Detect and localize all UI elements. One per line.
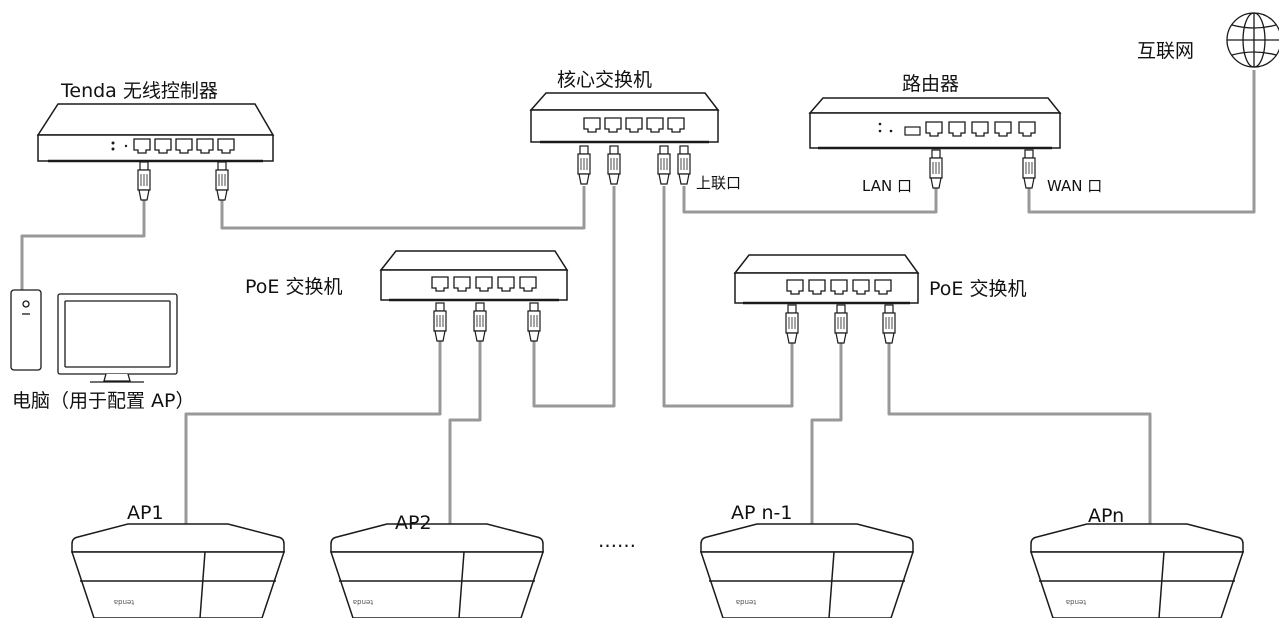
cable-poe-left-to-ap2 xyxy=(448,340,482,536)
rj45-plug-icon xyxy=(785,304,799,344)
ap-brand-mark: tenda xyxy=(114,598,134,606)
access-point-ap1: tenda xyxy=(70,523,286,619)
rj45-plug-icon xyxy=(657,145,671,185)
cable-poe-left-to-ap1 xyxy=(184,340,442,528)
computer-device xyxy=(10,289,178,383)
rj45-plug-icon xyxy=(577,145,591,185)
core-switch-device xyxy=(529,92,720,144)
rj45-plug-icon xyxy=(834,304,848,344)
ap-brand-mark: tenda xyxy=(1066,598,1086,606)
poe-switch-right-device xyxy=(733,254,920,305)
ap1-label: AP1 xyxy=(127,502,164,524)
lan-port-label: LAN 口 xyxy=(862,177,912,195)
router-label: 路由器 xyxy=(902,73,960,95)
rj45-plug-icon xyxy=(215,161,229,201)
cable-core-to-poe-right xyxy=(662,186,794,408)
cable-router-wan-to-internet xyxy=(1027,70,1256,214)
cable-poe-right-to-apn-1 xyxy=(810,340,843,528)
uplink-port-label: 上联口 xyxy=(696,174,742,192)
core-switch-label: 核心交换机 xyxy=(557,69,653,91)
poe-switch-left-device xyxy=(379,250,569,302)
rj45-plug-icon xyxy=(1022,149,1036,189)
rj45-plug-icon xyxy=(929,149,943,189)
cable-poe-right-to-apn xyxy=(887,340,1152,528)
controller-device xyxy=(36,103,275,163)
ap-n-label: APn xyxy=(1088,505,1125,527)
cables xyxy=(20,70,1256,536)
internet-label: 互联网 xyxy=(1137,40,1195,62)
ap-brand-mark: tenda xyxy=(736,598,756,606)
poe-switch-left-label: PoE 交换机 xyxy=(245,276,343,298)
rj45-plug-icon xyxy=(677,145,691,185)
cable-controller-to-pc xyxy=(20,194,146,292)
ap2-label: AP2 xyxy=(395,512,432,534)
router-device xyxy=(808,97,1062,150)
rj45-plug-icon xyxy=(137,161,151,201)
globe-icon xyxy=(1226,12,1279,68)
ellipsis-label: …… xyxy=(598,530,636,552)
ap-n-1-label: AP n-1 xyxy=(731,502,793,524)
computer-label: 电脑（用于配置 AP） xyxy=(12,390,195,412)
cable-controller-to-core xyxy=(220,186,586,230)
access-point-ap-n: tenda xyxy=(1029,523,1245,619)
rj45-plug-icon xyxy=(473,302,487,342)
poe-switch-right-label: PoE 交换机 xyxy=(929,278,1027,300)
rj45-plug-icon xyxy=(527,302,541,342)
access-point-ap2: tenda xyxy=(329,523,545,619)
wan-port-label: WAN 口 xyxy=(1047,177,1103,195)
controller-label: Tenda 无线控制器 xyxy=(61,80,218,102)
rj45-plug-icon xyxy=(433,302,447,342)
cable-uplink-to-router-lan xyxy=(682,186,938,214)
rj45-plug-icon xyxy=(882,304,896,344)
rj45-plug-icon xyxy=(607,145,621,185)
ap-brand-mark: tenda xyxy=(353,598,373,606)
access-point-ap-n-1: tenda xyxy=(699,523,915,619)
cable-core-to-poe-left xyxy=(532,186,616,408)
